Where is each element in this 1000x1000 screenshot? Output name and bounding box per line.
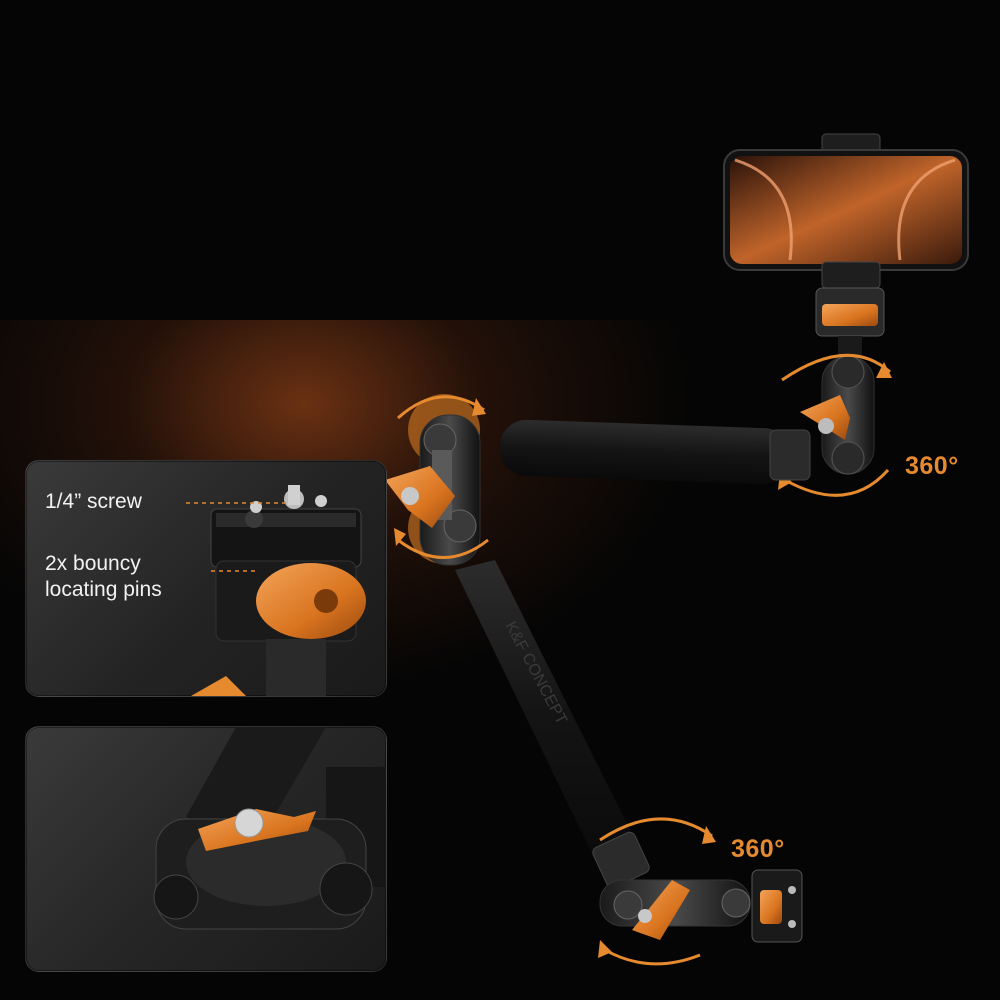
orange-wing-knob [800,395,850,440]
center-elbow-joint [385,394,489,566]
rotation-label-lower: 360° [731,835,785,863]
quick-release-closeup [186,485,366,696]
upper-right-joint [778,353,892,497]
joint-closeup [153,727,386,930]
phone-screen [730,156,962,264]
center-orange-knob [385,466,455,528]
bottom-orange-knob [632,880,690,940]
lower-arm: K&F CONCEPT [455,560,650,889]
clamp-bottom [821,261,881,289]
detail-panel-quick-release [25,460,387,697]
detail-panel-joint [25,726,387,972]
label-quarter-screw: 1/4” screw [45,490,142,513]
phone-holder [723,133,969,358]
label-locating-pins: 2x bouncy locating pins [45,552,162,601]
upper-arm [500,419,811,485]
bottom-joint [598,817,803,966]
rotation-label-upper: 360° [905,452,959,480]
orange-knob-top [822,304,878,326]
rotation-arrow [781,353,891,382]
